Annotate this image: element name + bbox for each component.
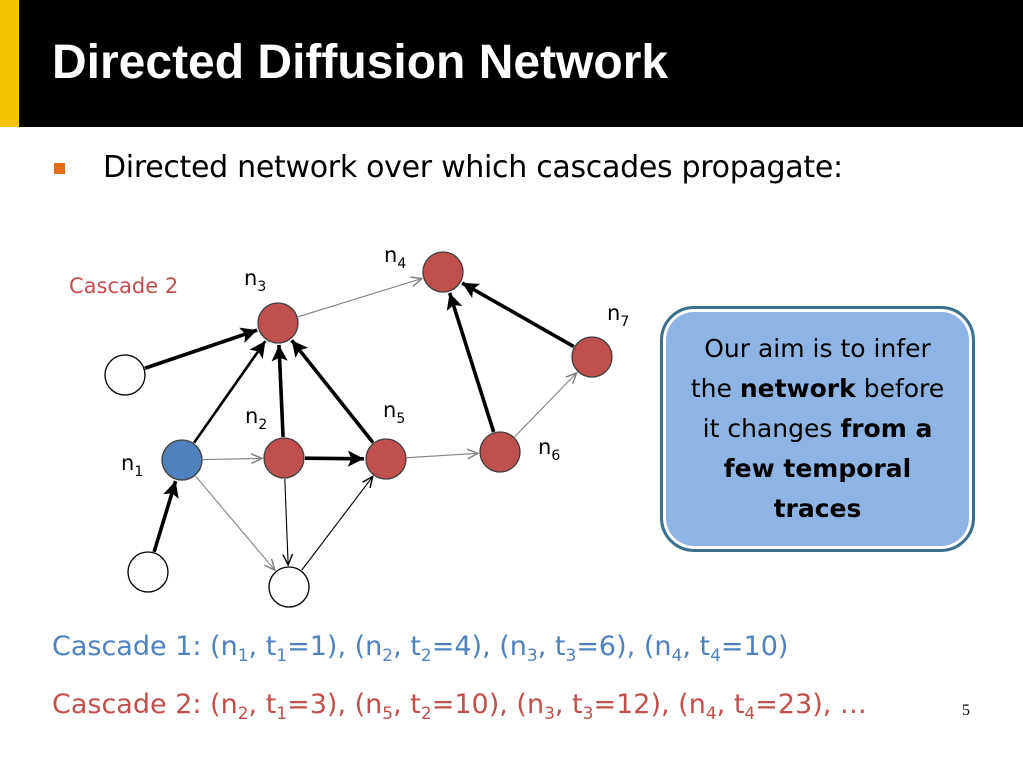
aim-line-5-bold: traces	[773, 494, 862, 523]
node-n2	[263, 437, 305, 479]
edge-n1-to-n2	[202, 458, 262, 459]
node-n5	[365, 438, 407, 480]
edge-u3-to-n5	[301, 477, 373, 571]
nodes-layer	[104, 251, 613, 608]
aim-line-4-bold: few temporal	[723, 454, 912, 483]
node-label-n3: n3	[244, 266, 266, 295]
edge-n2-to-n3	[271, 344, 288, 438]
edges-layer	[144, 278, 577, 571]
node-label-n2: n2	[245, 404, 267, 433]
edge-n6-to-n7	[514, 373, 577, 438]
cascade-2-sequence: Cascade 2: (n2, t1=3), (n5, t2=10), (n3,…	[52, 689, 867, 724]
edge-n2-to-n5	[304, 450, 365, 467]
aim-line-2-bold: network	[739, 374, 856, 403]
edge-n1-to-n3	[192, 340, 267, 444]
edge-n5-to-n3	[290, 339, 375, 444]
edge-n6-to-n4	[446, 292, 496, 433]
node-n4	[422, 251, 464, 293]
aim-callout-box: Our aim is to infer the network before i…	[660, 306, 975, 552]
title-accent-stripe	[0, 0, 19, 127]
node-n1	[161, 439, 203, 481]
node-label-n1: n1	[121, 451, 143, 480]
node-n7	[571, 336, 613, 378]
edge-n7-to-n4	[461, 281, 575, 349]
cascade-1-sequence: Cascade 1: (n1, t1=1), (n2, t2=4), (n3, …	[52, 631, 789, 666]
node-label-n5: n5	[383, 398, 405, 427]
edge-n2-to-u3	[285, 478, 288, 565]
node-label-n6: n6	[538, 435, 560, 464]
page-number: 5	[962, 702, 970, 719]
cascade-label: Cascade 2	[69, 274, 178, 298]
aim-line-2-pre: the	[690, 374, 740, 403]
labels-layer: n1 n2 n3 n4 n5 n6 n7	[121, 243, 629, 480]
aim-line-3-pre: it changes	[702, 414, 841, 443]
bullet-square-icon	[54, 163, 65, 174]
aim-line-2-post: before	[855, 374, 945, 403]
node-n6	[479, 431, 521, 473]
edge-n3-to-n4	[297, 278, 422, 318]
node-u3	[268, 566, 310, 608]
aim-line-3-bold: from a	[840, 414, 933, 443]
node-u2	[127, 551, 169, 593]
title-bar	[0, 0, 1023, 127]
node-label-n4: n4	[384, 243, 406, 272]
edge-u2-to-n1	[152, 480, 179, 553]
aim-line-1: Our aim is to infer	[704, 334, 931, 363]
aim-callout-text: Our aim is to infer the network before i…	[691, 329, 944, 529]
edge-n5-to-n6	[406, 453, 478, 457]
bullet-text: Directed network over which cascades pro…	[103, 150, 843, 185]
node-u1	[104, 354, 146, 396]
edge-n1-to-u3	[195, 475, 275, 570]
node-n3	[257, 302, 299, 344]
node-label-n7: n7	[607, 301, 629, 330]
page-title: Directed Diffusion Network	[52, 36, 669, 89]
edge-u1-to-n3	[144, 327, 258, 370]
